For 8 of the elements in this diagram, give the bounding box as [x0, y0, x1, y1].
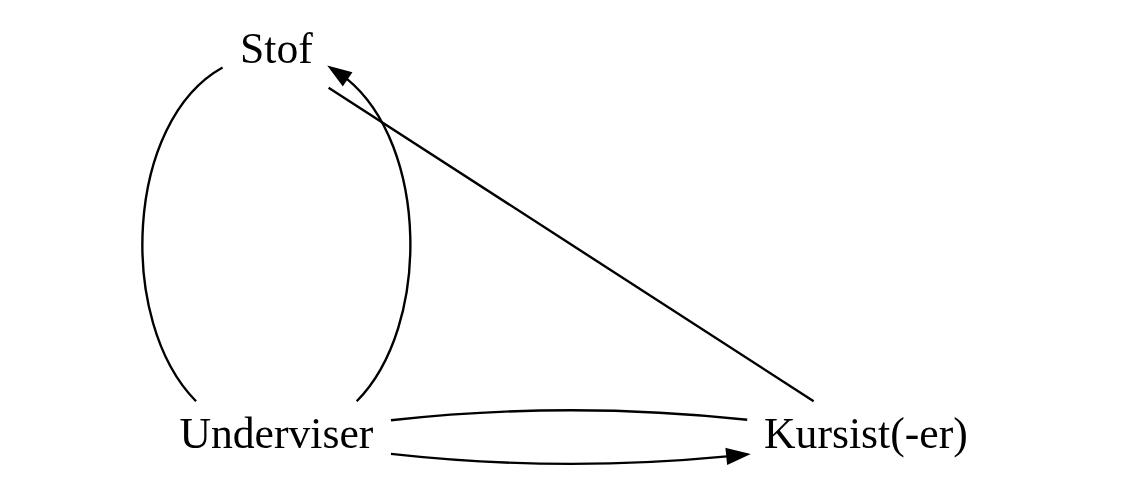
connector: [141, 66, 224, 402]
node-text: Underviser: [179, 409, 374, 458]
arrow: [327, 65, 412, 402]
arrow: [390, 447, 751, 466]
node-text: Stof: [239, 24, 313, 73]
connector: [390, 409, 748, 422]
node-text: Kursist(-er): [764, 409, 968, 458]
connector: [327, 86, 815, 403]
